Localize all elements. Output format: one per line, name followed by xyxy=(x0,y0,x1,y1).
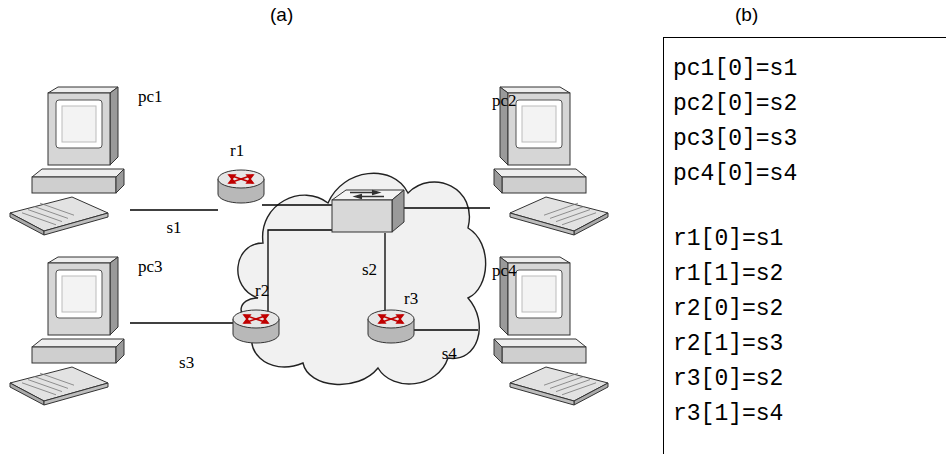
switch-symbol xyxy=(332,190,404,232)
computer-icon: pc3 xyxy=(10,255,130,410)
assignment-panel: pc1[0]=s1pc2[0]=s2pc3[0]=s3pc4[0]=s4 r1[0… xyxy=(663,37,946,454)
switch-link xyxy=(384,233,385,312)
device-label: pc4 xyxy=(492,261,517,281)
computer-icon xyxy=(10,85,130,240)
segment-label: s3 xyxy=(179,353,194,373)
computer-icon xyxy=(10,255,130,410)
device-label: pc2 xyxy=(492,91,517,111)
segment-label: s1 xyxy=(166,218,181,238)
segment-label: s4 xyxy=(442,344,457,364)
router-icon: r1 xyxy=(218,167,264,205)
network-link xyxy=(130,322,233,323)
device-label: pc1 xyxy=(138,87,163,107)
network-link xyxy=(414,329,478,330)
assignment-line: pc3[0]=s3 xyxy=(673,122,946,157)
assignment-line: r3[0]=s2 xyxy=(673,362,946,397)
panel-label: (b) xyxy=(735,4,758,26)
switch-link xyxy=(392,207,490,208)
network-link xyxy=(130,209,218,210)
panel-label: (a) xyxy=(270,4,293,26)
router-icon: r3 xyxy=(368,307,414,345)
switch-link xyxy=(268,230,332,312)
assignment-line: r2[1]=s3 xyxy=(673,327,946,362)
device-label: r3 xyxy=(404,289,418,309)
router-icon xyxy=(368,307,414,345)
device-label: s2 xyxy=(362,260,377,280)
device-label: r2 xyxy=(255,281,269,301)
assignment-line: r2[0]=s2 xyxy=(673,292,946,327)
router-icon xyxy=(218,167,264,205)
switch-link xyxy=(262,204,332,205)
computer-icon: pc2 xyxy=(478,85,608,235)
assignment-line: pc1[0]=s1 xyxy=(673,52,946,87)
assignment-line: pc4[0]=s4 xyxy=(673,157,946,192)
computer-icon: pc4 xyxy=(478,255,608,405)
assignment-line: r1[0]=s1 xyxy=(673,222,946,257)
device-label: r1 xyxy=(230,141,244,161)
assignment-line: r1[1]=s2 xyxy=(673,257,946,292)
device-label: pc3 xyxy=(138,257,163,277)
assignment-line: r3[1]=s4 xyxy=(673,397,946,432)
router-icon: r2 xyxy=(233,307,279,345)
computer-icon: pc1 xyxy=(10,85,130,240)
assignment-line: pc2[0]=s2 xyxy=(673,87,946,122)
router-icon xyxy=(233,307,279,345)
